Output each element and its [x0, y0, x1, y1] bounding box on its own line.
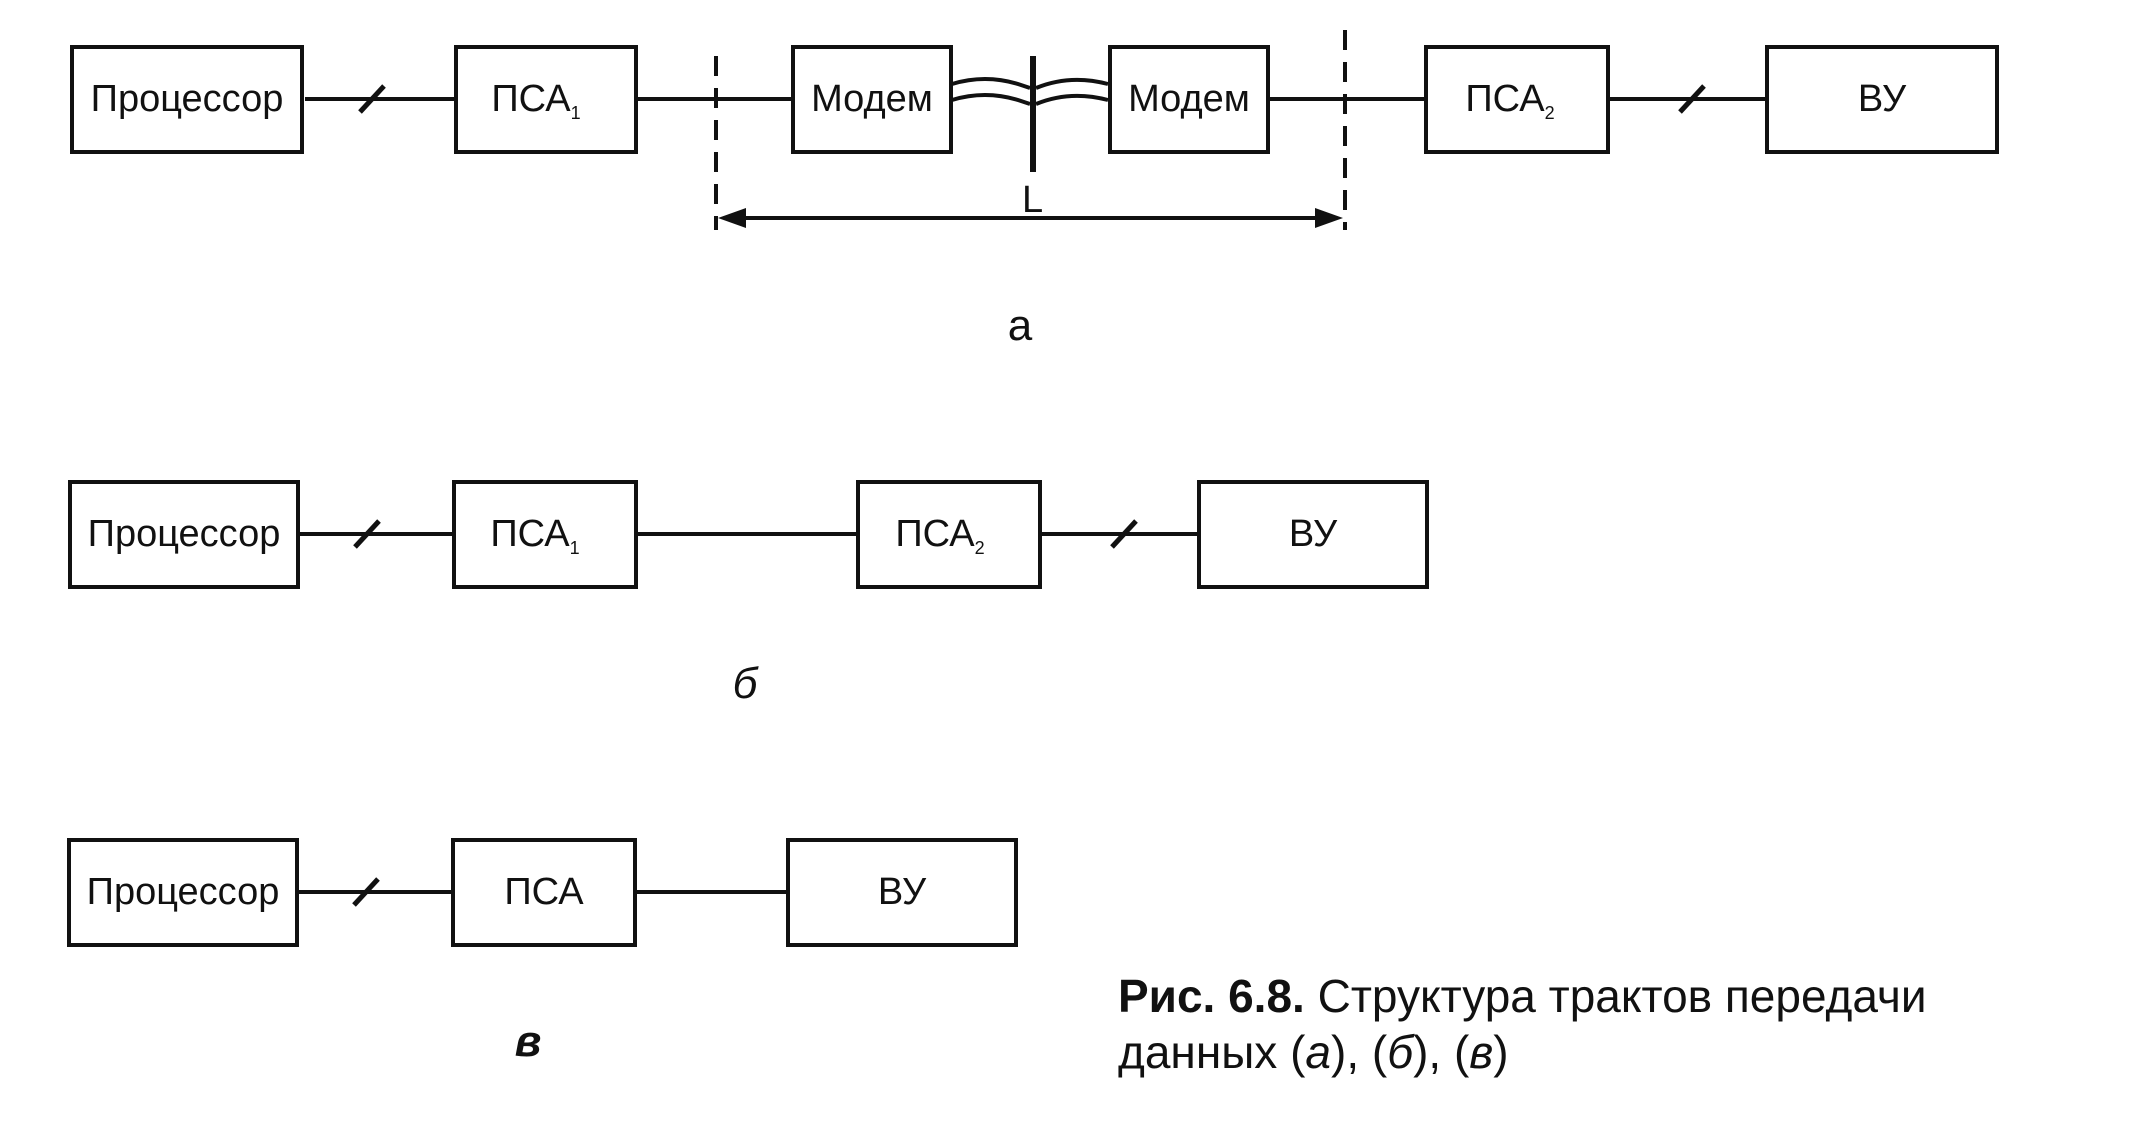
processor-label-a: Процессор [91, 78, 284, 120]
panel-label-a: а [1008, 301, 1033, 350]
device-label-a: ВУ [1858, 78, 1907, 120]
channel-wave-upper-right [1035, 77, 1109, 90]
psa-box-c [451, 838, 637, 947]
psa1-subscript-a: 1 [571, 103, 581, 123]
psa2-box-b [856, 480, 1042, 589]
psa1-box-b [452, 480, 638, 589]
psa2-text-a: ПСА [1465, 78, 1545, 120]
caption-end: ) [1493, 1026, 1508, 1078]
processor-box-b [68, 480, 300, 589]
bus-slash-icon [353, 519, 381, 549]
arrow-head-left-icon [718, 208, 746, 228]
modem-left-label: Модем [811, 78, 933, 120]
channel-wave-upper-left [951, 77, 1031, 90]
device-box-c [786, 838, 1018, 947]
bus-slash-icon [358, 84, 386, 114]
psa2-label-b: ПСА2 [895, 513, 984, 558]
caption-line-2: данных (а), (б), (в) [1118, 1026, 1509, 1078]
caption-sep-2: ), ( [1413, 1026, 1470, 1078]
processor-box-c [67, 838, 299, 947]
processor-box-a [70, 45, 304, 154]
distance-label: L [1022, 179, 1043, 221]
channel-wave-lower-left [951, 93, 1031, 106]
psa1-label-b: ПСА1 [490, 513, 579, 558]
processor-label-c: Процессор [87, 871, 280, 913]
caption-ref-b: б [1387, 1026, 1415, 1078]
psa1-label-a: ПСА1 [491, 78, 580, 123]
arrow-head-right-icon [1315, 208, 1343, 228]
psa2-box-a [1424, 45, 1610, 154]
diagram-a: L Процессор ПСА1 Модем Модем ПСА2 ВУ а [70, 30, 1999, 350]
caption-sep-1: ), ( [1331, 1026, 1388, 1078]
bus-slash-icon [1678, 84, 1706, 114]
diagram-b: Процессор ПСА1 ПСА2 ВУ б [68, 480, 1429, 708]
panel-label-c: в [515, 1017, 542, 1066]
psa2-text-b: ПСА [895, 513, 975, 555]
channel-wave-lower-right [1035, 93, 1109, 106]
psa1-box-a [454, 45, 638, 154]
psa2-subscript-a: 2 [1545, 103, 1555, 123]
caption-title: Структура трактов передачи [1305, 970, 1927, 1022]
device-box-b [1197, 480, 1429, 589]
caption-prefix: Рис. 6.8. [1118, 970, 1305, 1022]
device-box-a [1765, 45, 1999, 154]
device-label-b: ВУ [1289, 513, 1338, 555]
diagram-c: Процессор ПСА ВУ в [67, 838, 1018, 1066]
psa2-subscript-b: 2 [975, 538, 985, 558]
modem-right-box [1108, 45, 1270, 154]
bus-slash-icon [352, 877, 380, 907]
bus-slash-icon [1110, 519, 1138, 549]
figure-caption: Рис. 6.8. Структура трактов передачи дан… [1118, 970, 1927, 1078]
psa2-label-a: ПСА2 [1465, 78, 1554, 123]
psa1-subscript-b: 1 [570, 538, 580, 558]
caption-ref-a: а [1305, 1026, 1331, 1078]
processor-label-b: Процессор [88, 513, 281, 555]
psa-label-c: ПСА [504, 871, 584, 913]
caption-ref-c: в [1469, 1026, 1493, 1078]
modem-left-box [791, 45, 953, 154]
psa1-text-b: ПСА [490, 513, 570, 555]
caption-line2-start: данных ( [1118, 1026, 1306, 1078]
modem-right-label: Модем [1128, 78, 1250, 120]
psa1-text-a: ПСА [491, 78, 571, 120]
panel-label-b: б [733, 659, 760, 708]
caption-line-1: Рис. 6.8. Структура трактов передачи [1118, 970, 1927, 1022]
device-label-c: ВУ [878, 871, 927, 913]
